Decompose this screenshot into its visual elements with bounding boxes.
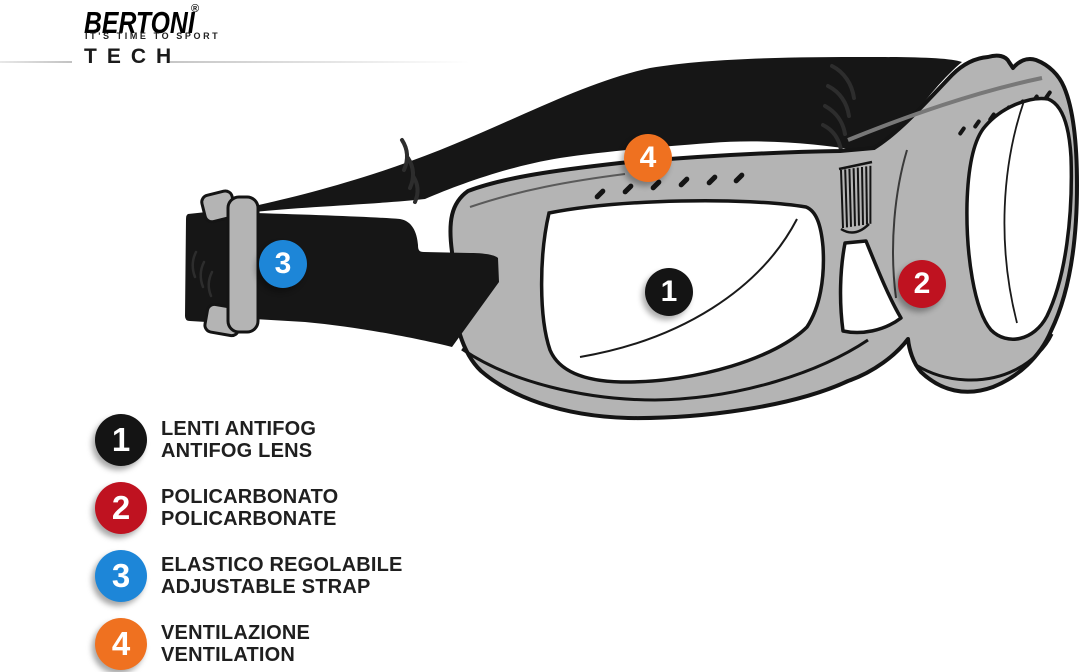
frame-rim-line bbox=[461, 338, 869, 402]
legend: 1 LENTI ANTIFOG ANTIFOG LENS 2 POLICARBO… bbox=[95, 414, 403, 672]
legend-label-italian: ELASTICO REGOLABILE bbox=[161, 554, 403, 576]
frame-rim-line bbox=[915, 333, 1054, 382]
frame-groove bbox=[847, 76, 1043, 142]
divider-left bbox=[0, 61, 72, 63]
legend-label-english: ADJUSTABLE STRAP bbox=[161, 576, 371, 598]
legend-badge-1: 1 bbox=[95, 414, 147, 466]
callout-marker-2: 2 bbox=[898, 260, 946, 308]
legend-label-italian: POLICARBONATO bbox=[161, 486, 339, 508]
legend-badge-2: 2 bbox=[95, 482, 147, 534]
lens-reflection bbox=[579, 218, 798, 358]
buckle-bar bbox=[226, 195, 260, 334]
legend-label-english: ANTIFOG LENS bbox=[161, 440, 313, 462]
legend-item-4: 4 VENTILAZIONE VENTILATION bbox=[95, 618, 403, 670]
collection-title: TECH bbox=[84, 45, 182, 68]
legend-label-english: VENTILATION bbox=[161, 644, 296, 666]
legend-label-english: POLICARBONATE bbox=[161, 508, 337, 530]
strap-lower-band bbox=[254, 213, 499, 347]
callout-marker-3: 3 bbox=[259, 240, 307, 288]
legend-item-1: 1 LENTI ANTIFOG ANTIFOG LENS bbox=[95, 414, 403, 466]
strap-tail-waves bbox=[191, 250, 214, 298]
registered-trademark: ® bbox=[191, 3, 200, 15]
brand-tagline: IT'S TIME TO SPORT bbox=[85, 31, 221, 41]
frame-groove bbox=[469, 173, 626, 208]
right-lens bbox=[965, 96, 1074, 341]
legend-label-italian: LENTI ANTIFOG bbox=[161, 418, 317, 440]
lens-reflection bbox=[1003, 100, 1025, 324]
legend-badge-3: 3 bbox=[95, 550, 147, 602]
strap-texture-waves bbox=[400, 64, 856, 204]
strap-upper-band bbox=[254, 57, 962, 212]
frame-groove bbox=[892, 149, 908, 299]
strap-buckle bbox=[185, 189, 260, 338]
nose-bridge-ribs bbox=[838, 160, 873, 234]
callout-marker-1: 1 bbox=[645, 268, 693, 316]
legend-label-italian: VENTILAZIONE bbox=[161, 622, 311, 644]
vent-slots-left bbox=[594, 172, 745, 200]
divider-right bbox=[170, 61, 470, 63]
callout-marker-4: 4 bbox=[624, 134, 672, 182]
legend-item-2: 2 POLICARBONATO POLICARBONATE bbox=[95, 482, 403, 534]
nose-gap bbox=[838, 239, 903, 335]
legend-item-3: 3 ELASTICO REGOLABILE ADJUSTABLE STRAP bbox=[95, 550, 403, 602]
legend-badge-4: 4 bbox=[95, 618, 147, 670]
brand-logo: BERTONI bbox=[84, 5, 195, 40]
